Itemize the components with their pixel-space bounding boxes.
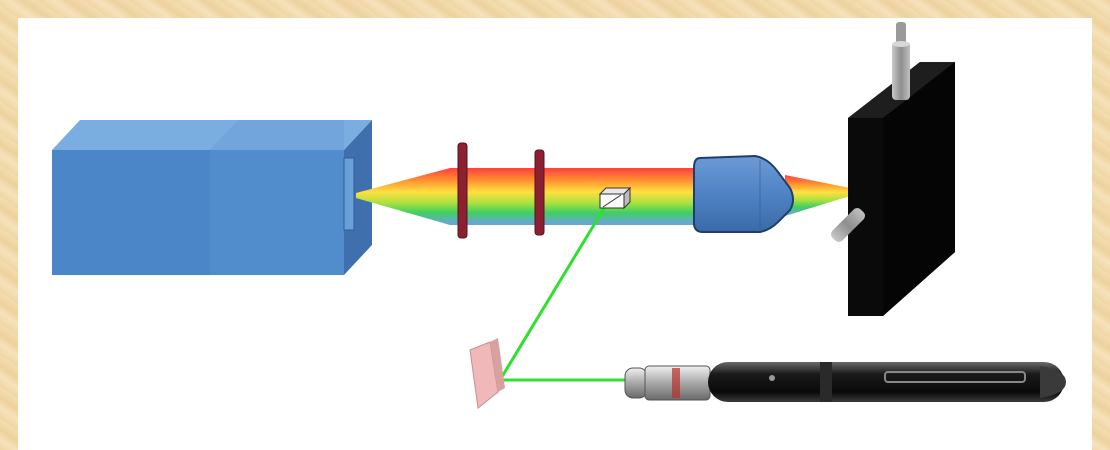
reflecting-mirror — [470, 338, 505, 408]
filter-disk-1 — [458, 143, 467, 238]
green-laser-pointer — [625, 362, 1066, 402]
beam-splitter — [600, 188, 630, 208]
top-post — [892, 22, 910, 100]
objective-lens — [694, 156, 793, 232]
sample-block — [848, 62, 955, 316]
laser-source-box — [52, 120, 372, 275]
filter-disk-2 — [535, 150, 544, 235]
green-laser-path — [500, 205, 628, 380]
